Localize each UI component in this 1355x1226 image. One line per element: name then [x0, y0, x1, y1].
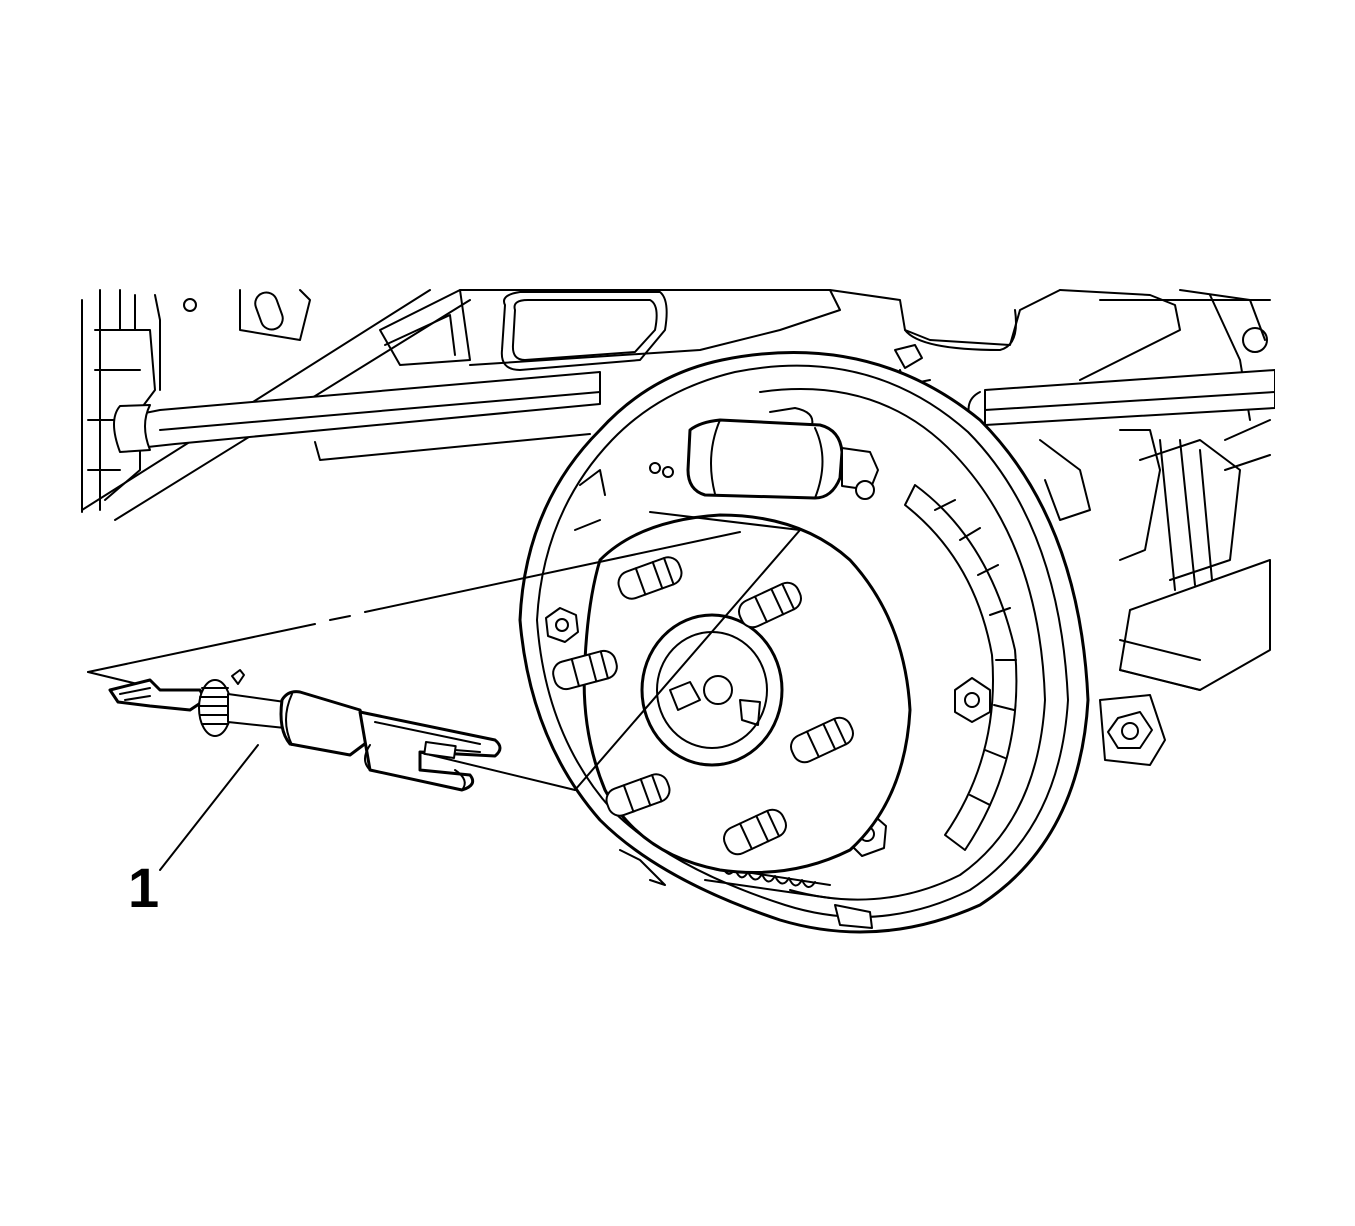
chassis-background	[81, 289, 1275, 766]
callout-1-label: 1	[128, 856, 160, 919]
wheel-cylinder	[686, 407, 879, 500]
callout-1-leader	[159, 744, 259, 871]
star-wheel	[198, 679, 232, 737]
lug-studs	[552, 556, 854, 856]
brake-adjuster-detail	[108, 669, 502, 792]
